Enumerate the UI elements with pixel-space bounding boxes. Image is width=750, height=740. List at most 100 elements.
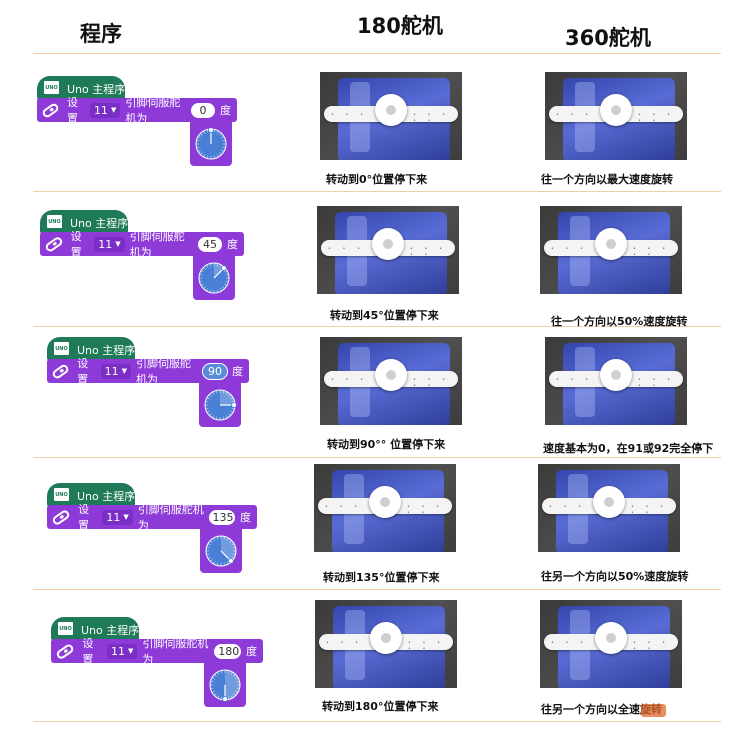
- uno-board-icon: UNO: [57, 621, 74, 636]
- pin-value: 11: [104, 364, 119, 378]
- caption-360: 往一个方向以50%速度旋转: [551, 315, 688, 328]
- angle-dial[interactable]: [204, 534, 238, 568]
- pin-dropdown[interactable]: 11▼: [100, 363, 131, 379]
- dial-tick: [211, 677, 215, 680]
- dial-tick: [219, 264, 222, 268]
- dial-tick: [213, 129, 216, 133]
- set-label: 设置: [67, 96, 79, 125]
- dial-tick: [206, 397, 210, 400]
- dial-sector: [221, 536, 236, 562]
- dial-tick: [203, 130, 206, 134]
- angle-dial-panel[interactable]: [204, 663, 246, 707]
- dial-tick: [207, 556, 211, 559]
- servo-360-photo: • • • • •• • • • •: [545, 337, 687, 425]
- dial-tick: [209, 413, 212, 416]
- dial-tick: [221, 136, 225, 139]
- pin-dropdown[interactable]: 11▼: [102, 509, 133, 525]
- angle-input[interactable]: 90: [202, 362, 228, 380]
- divider: [33, 53, 721, 54]
- caption-360: 往另一个方向以全速旋转: [541, 703, 662, 716]
- dial-tick: [219, 288, 222, 292]
- uno-main-hat-block[interactable]: UNO Uno 主程序: [37, 76, 125, 100]
- servo-label: 引脚伺服舵机为: [142, 637, 209, 666]
- dial-tick: [215, 390, 218, 394]
- dial-tick: [224, 270, 228, 273]
- servo-label: 引脚伺服舵机为: [125, 96, 181, 125]
- pin-value: 11: [106, 510, 121, 524]
- dial-tick: [216, 263, 219, 267]
- angle-dial-panel[interactable]: [193, 256, 235, 300]
- angle-dial[interactable]: [197, 261, 231, 295]
- angle-input[interactable]: 180: [214, 643, 242, 659]
- angle-dial[interactable]: [194, 127, 228, 161]
- angle-dial[interactable]: [203, 388, 237, 422]
- angle-dial[interactable]: [208, 668, 242, 702]
- dial-tick: [229, 540, 232, 543]
- dial-tick: [213, 561, 216, 565]
- hat-label: Uno 主程序: [81, 624, 140, 637]
- dial-tick: [199, 273, 203, 276]
- set-servo-block[interactable]: 设置 11▼ 引脚伺服舵机为 0 度: [37, 96, 237, 125]
- dial-tick: [199, 280, 203, 283]
- watermark-logo: [641, 704, 666, 717]
- servo-icon: [55, 642, 76, 660]
- servo-label: 引脚伺服舵机为: [135, 357, 191, 386]
- angle-dial-panel[interactable]: [190, 122, 232, 166]
- header-180-servo: 180舵机: [357, 14, 443, 38]
- servo-180-photo: • • • • •• • • • •: [320, 72, 462, 160]
- dial-tick: [210, 687, 214, 690]
- dial-tick: [232, 546, 236, 549]
- dial-tick: [221, 149, 225, 152]
- dial-tick: [217, 671, 220, 675]
- dial-tick: [210, 559, 213, 562]
- caption-180: 转动到180°位置停下来: [322, 700, 439, 713]
- angle-dial-panel[interactable]: [200, 529, 242, 573]
- angle-input[interactable]: 0: [191, 102, 215, 118]
- dial-tick: [216, 130, 219, 134]
- servo-360-photo: • • • • •• • • • •: [545, 72, 687, 160]
- angle-dial-panel[interactable]: [199, 383, 241, 427]
- dial-tick: [222, 416, 225, 420]
- dial-tick: [217, 695, 220, 699]
- dial-tick: [197, 149, 201, 152]
- dial-tick: [206, 553, 210, 556]
- dial-tick: [200, 283, 204, 286]
- divider: [33, 589, 721, 590]
- angle-input[interactable]: 135: [208, 509, 235, 525]
- set-servo-block[interactable]: 设置 11▼ 引脚伺服舵机为 135 度: [47, 503, 257, 532]
- header-program: 程序: [80, 22, 122, 46]
- uno-main-hat-block[interactable]: UNO Uno 主程序: [47, 483, 135, 507]
- set-servo-block[interactable]: 设置 11▼ 引脚伺服舵机为 90 度: [47, 357, 249, 386]
- dial-tick: [196, 139, 200, 142]
- pin-value: 11: [110, 644, 125, 658]
- dial-tick: [228, 413, 231, 416]
- angle-input[interactable]: 45: [198, 236, 222, 252]
- pin-dropdown[interactable]: 11▼: [89, 102, 121, 118]
- set-label: 设置: [82, 637, 94, 666]
- dial-tick: [200, 270, 204, 273]
- set-servo-block[interactable]: 设置 11▼ 引脚伺服舵机为 45 度: [40, 230, 244, 259]
- dial-tick: [213, 155, 216, 159]
- caret-down-icon: ▼: [110, 106, 117, 114]
- set-servo-block[interactable]: 设置 11▼ 引脚伺服舵机为 180 度: [51, 637, 263, 666]
- dial-sector: [220, 390, 235, 405]
- pin-dropdown[interactable]: 11▼: [94, 236, 125, 252]
- hat-label: Uno 主程序: [70, 217, 129, 230]
- divider: [33, 191, 721, 192]
- uno-board-icon: UNO: [43, 80, 60, 95]
- dial-tick: [206, 264, 209, 268]
- dial-tick: [235, 677, 239, 680]
- dial-tick: [230, 671, 233, 675]
- dial-tick: [200, 152, 203, 155]
- dial-tick: [210, 680, 214, 683]
- uno-main-hat-block[interactable]: UNO Uno 主程序: [51, 617, 139, 641]
- uno-main-hat-block[interactable]: UNO Uno 主程序: [40, 210, 128, 234]
- dial-tick: [224, 283, 228, 286]
- dial-tick: [196, 146, 200, 149]
- dial-tick: [225, 280, 229, 283]
- caret-down-icon: ▼: [121, 367, 127, 375]
- uno-main-hat-block[interactable]: UNO Uno 主程序: [47, 337, 135, 361]
- pin-dropdown[interactable]: 11▼: [106, 643, 138, 659]
- dial-tick: [222, 146, 226, 149]
- dial-tick: [209, 394, 212, 397]
